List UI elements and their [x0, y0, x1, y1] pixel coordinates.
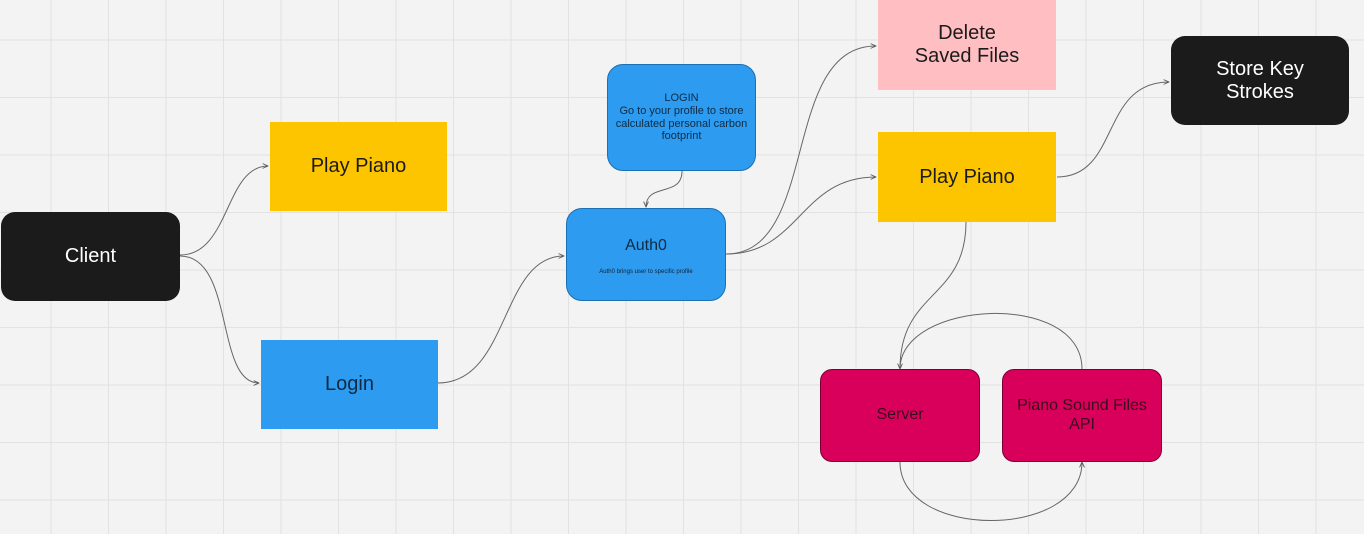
connector-play-piano-to-store — [1056, 82, 1169, 178]
connector-note-to-auth0 — [646, 170, 683, 207]
store-key-strokes-node[interactable]: Store Key Strokes — [1171, 36, 1349, 125]
connector-auth0-to-delete — [725, 46, 876, 255]
store-key-strokes-label: Store Key Strokes — [1216, 57, 1304, 103]
delete-saved-files-node[interactable]: Delete Saved Files — [878, 0, 1056, 90]
connector-auth0-to-play-piano — [725, 177, 876, 255]
play-piano-label: Play Piano — [310, 155, 407, 177]
connector-client-to-play-piano — [179, 166, 268, 256]
piano-sound-files-api-label: Piano Sound Files API — [1017, 397, 1147, 433]
delete-saved-files-label: Delete Saved Files — [914, 22, 1020, 67]
play-piano-node[interactable]: Play Piano — [270, 122, 447, 211]
play-piano-main-label: Play Piano — [919, 165, 1015, 188]
connector-server-loop-bottom — [899, 462, 1082, 521]
play-piano-main-node[interactable]: Play Piano — [878, 132, 1056, 222]
connector-login-to-auth0 — [437, 256, 564, 384]
auth0-subtitle: Auth0 brings user to specific profile — [599, 269, 693, 276]
login-label: Login — [325, 373, 374, 395]
connector-client-to-login — [179, 255, 259, 383]
piano-sound-files-api-node[interactable]: Piano Sound Files API — [1002, 369, 1162, 462]
client-node[interactable]: Client — [1, 212, 180, 301]
auth0-title: Auth0 — [625, 236, 667, 254]
login-note-node[interactable]: LOGIN Go to your profile to store calcul… — [607, 64, 756, 171]
client-label: Client — [64, 245, 117, 267]
server-label: Server — [876, 406, 924, 424]
connector-play-piano-to-server — [900, 221, 967, 369]
auth0-node[interactable]: Auth0 Auth0 brings user to specific prof… — [566, 208, 726, 301]
login-note-title: LOGIN — [664, 92, 699, 105]
connector-api-loop-top — [899, 312, 1083, 370]
login-node[interactable]: Login — [261, 340, 438, 429]
server-node[interactable]: Server — [820, 369, 980, 462]
login-note-body: Go to your profile to store calculated p… — [615, 104, 748, 143]
